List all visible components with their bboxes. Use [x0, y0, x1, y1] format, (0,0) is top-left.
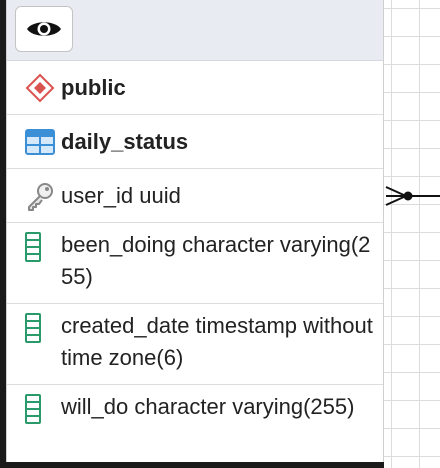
eye-icon	[27, 22, 61, 36]
toggle-details-button[interactable]	[15, 6, 73, 52]
schema-name: public	[61, 74, 126, 100]
column-definition: user_id uuid	[61, 182, 181, 208]
erd-canvas[interactable]	[384, 0, 440, 468]
relationship-link[interactable]	[384, 178, 440, 214]
key-icon	[25, 169, 61, 223]
column-icon	[25, 391, 61, 425]
table-grid-icon	[25, 115, 61, 169]
schema-row: public	[7, 61, 383, 115]
column-icon	[25, 310, 61, 344]
crows-foot-icon	[385, 186, 440, 206]
column-row-user-id[interactable]: user_id uuid	[7, 169, 383, 223]
table-name-row: daily_status	[7, 115, 383, 169]
column-definition: will_do character varying(255)	[61, 394, 355, 419]
column-definition: been_doing character varying(255)	[61, 232, 371, 289]
table-name: daily_status	[61, 128, 189, 154]
schema-diamond-icon	[25, 61, 61, 115]
column-row-will-do[interactable]: will_do character varying(255)	[7, 385, 383, 462]
column-icon	[25, 229, 61, 263]
table-node-header	[7, 0, 383, 61]
column-row-created-date[interactable]: created_date timestamp without time zone…	[7, 304, 383, 385]
table-node-daily-status[interactable]: public daily_status user_id uuid	[6, 0, 384, 462]
column-row-been-doing[interactable]: been_doing character varying(255)	[7, 223, 383, 304]
column-definition: created_date timestamp without time zone…	[61, 313, 373, 370]
